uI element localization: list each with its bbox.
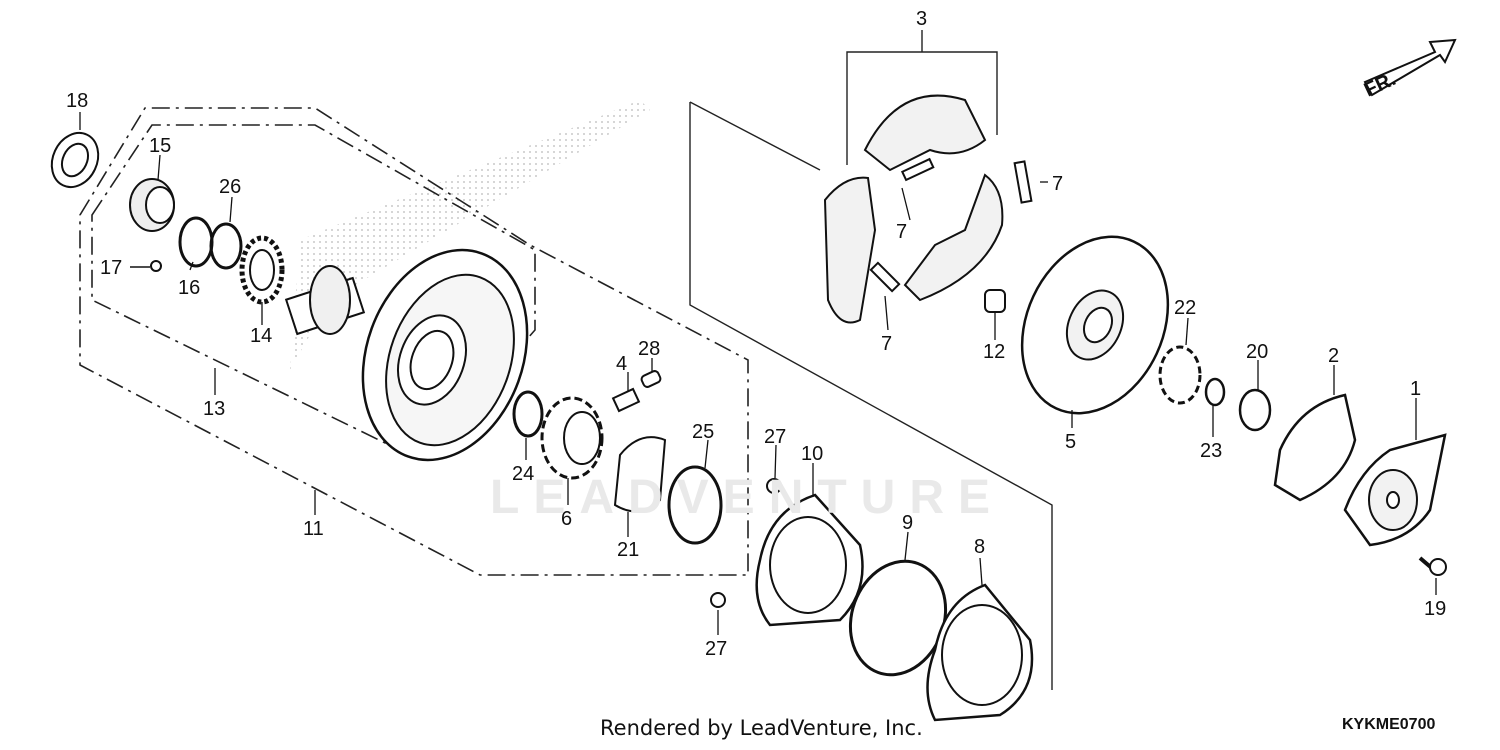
spring-part-7a bbox=[900, 157, 935, 182]
spring-part-7b bbox=[1013, 160, 1033, 204]
clutch-shoe-left bbox=[823, 176, 877, 324]
callout-27a[interactable]: 27 bbox=[764, 426, 786, 448]
callout-22[interactable]: 22 bbox=[1174, 297, 1196, 319]
callout-5[interactable]: 5 bbox=[1065, 431, 1076, 453]
callout-7a[interactable]: 7 bbox=[896, 221, 907, 243]
callout-17[interactable]: 17 bbox=[100, 257, 122, 279]
callout-20[interactable]: 20 bbox=[1246, 341, 1268, 363]
callout-labels: 1 2 3 4 5 6 7 7 7 8 9 10 11 12 13 14 15 … bbox=[66, 8, 1446, 660]
callout-24[interactable]: 24 bbox=[512, 463, 534, 485]
nut-part-17 bbox=[150, 260, 162, 272]
callout-27b[interactable]: 27 bbox=[705, 638, 727, 660]
callout-23[interactable]: 23 bbox=[1200, 440, 1222, 462]
callout-7c[interactable]: 7 bbox=[881, 333, 892, 355]
callout-15[interactable]: 15 bbox=[149, 135, 171, 157]
diagram-code: KYKME0700 bbox=[1342, 716, 1436, 733]
one-way-clutch-part-6 bbox=[540, 396, 604, 480]
callout-6[interactable]: 6 bbox=[561, 508, 572, 530]
callout-14[interactable]: 14 bbox=[250, 325, 272, 347]
callout-28[interactable]: 28 bbox=[638, 338, 660, 360]
front-direction-arrow bbox=[1363, 38, 1457, 97]
watermark: LEADVENTURE bbox=[490, 471, 1005, 524]
callout-25[interactable]: 25 bbox=[692, 421, 714, 443]
circlip-part-25 bbox=[667, 465, 723, 545]
clutch-shoe-right bbox=[903, 173, 1004, 302]
bolt-part-19 bbox=[1418, 556, 1447, 576]
callout-7b[interactable]: 7 bbox=[1052, 173, 1063, 195]
washer-part-23 bbox=[1204, 377, 1226, 407]
roller-part-12 bbox=[984, 289, 1006, 313]
callout-2[interactable]: 2 bbox=[1328, 345, 1339, 367]
gasket-part-2 bbox=[1273, 393, 1357, 502]
callout-13[interactable]: 13 bbox=[203, 398, 225, 420]
clutch-drum bbox=[284, 248, 529, 462]
spring-part-7c bbox=[869, 261, 901, 293]
circlip-part-16 bbox=[178, 216, 214, 268]
ring-part-26 bbox=[209, 222, 243, 270]
callout-16[interactable]: 16 bbox=[178, 277, 200, 299]
dotted-hatch bbox=[290, 100, 650, 370]
ring-part-24 bbox=[512, 390, 544, 438]
clutch-shoe-upper bbox=[863, 94, 987, 172]
callout-11[interactable]: 11 bbox=[303, 518, 324, 540]
panel-outline-right bbox=[689, 102, 1053, 690]
callout-3[interactable]: 3 bbox=[916, 8, 927, 30]
callout-10[interactable]: 10 bbox=[801, 443, 823, 465]
cover-part-1 bbox=[1343, 433, 1447, 547]
spring-part-4 bbox=[611, 387, 641, 413]
leader-lines bbox=[79, 112, 1437, 635]
callout-18[interactable]: 18 bbox=[66, 90, 88, 112]
nut-part-27a bbox=[766, 478, 782, 494]
drive-plate-part-5 bbox=[1020, 235, 1170, 415]
callout-9[interactable]: 9 bbox=[902, 512, 913, 534]
group-outline-13 bbox=[91, 124, 536, 461]
group-outline-11 bbox=[79, 107, 749, 576]
callout-8[interactable]: 8 bbox=[974, 536, 985, 558]
pin-part-28 bbox=[640, 370, 662, 388]
hub-part-22 bbox=[1158, 345, 1202, 405]
callout-1[interactable]: 1 bbox=[1410, 378, 1421, 400]
callout-26[interactable]: 26 bbox=[219, 176, 241, 198]
callout-12[interactable]: 12 bbox=[983, 341, 1005, 363]
callout-19[interactable]: 19 bbox=[1424, 598, 1446, 620]
nut-part-27b bbox=[710, 592, 726, 608]
gear-part-14 bbox=[239, 235, 285, 305]
plate-part-21 bbox=[613, 436, 667, 513]
seal-part-18 bbox=[50, 131, 100, 189]
nut-part-20 bbox=[1238, 388, 1272, 432]
callout-21[interactable]: 21 bbox=[617, 539, 639, 561]
collar-part-15 bbox=[129, 178, 175, 232]
callout-4[interactable]: 4 bbox=[616, 353, 627, 375]
render-credit: Rendered by LeadVenture, Inc. bbox=[600, 716, 923, 740]
